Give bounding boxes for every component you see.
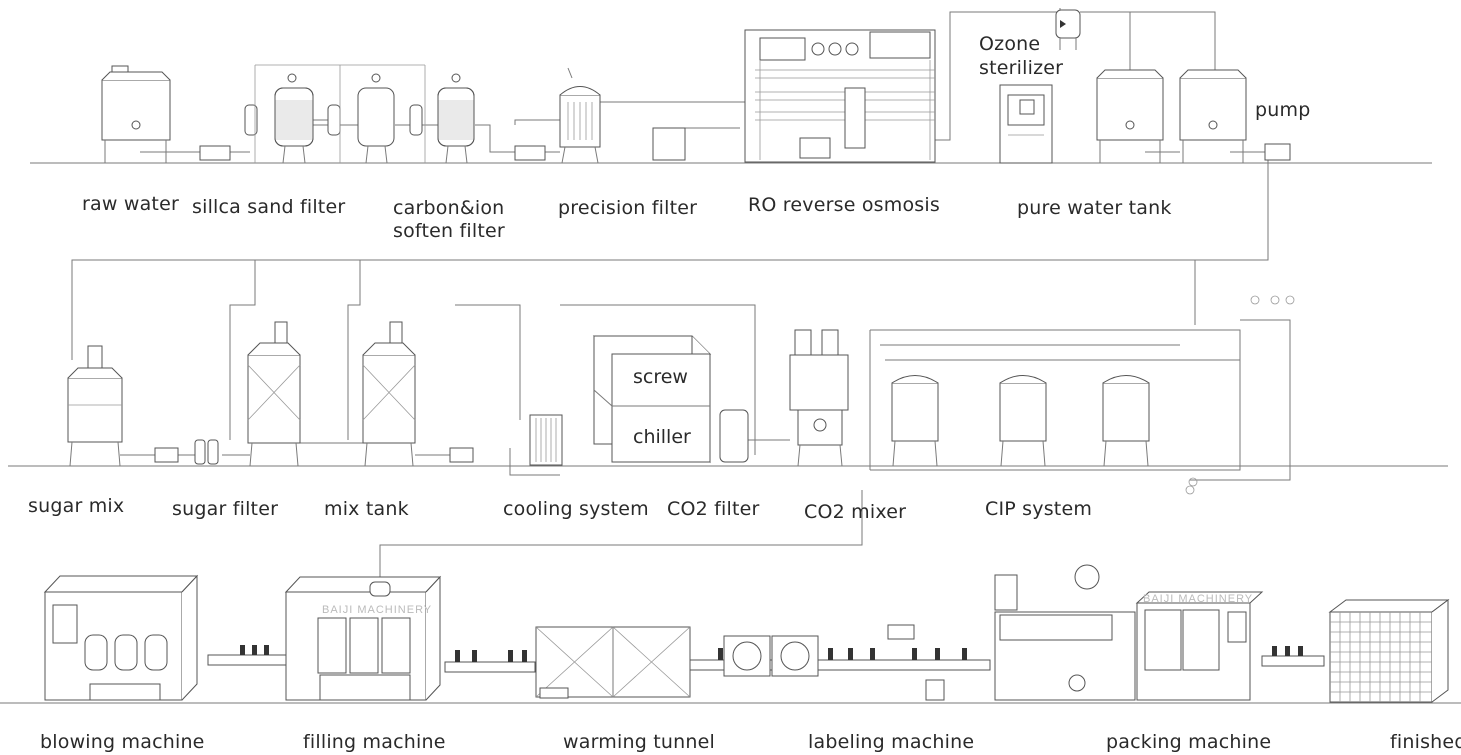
filling-machine-unit xyxy=(284,575,442,701)
label-raw-water: raw water xyxy=(82,193,179,215)
warming-tunnel-unit xyxy=(535,626,691,699)
label-cip-system: CIP system xyxy=(985,498,1093,520)
label-co2-mixer: CO2 mixer xyxy=(804,501,907,523)
pre-ro-tank xyxy=(652,127,686,161)
screw-chiller xyxy=(592,335,712,464)
label-co2-filter: CO2 filter xyxy=(667,498,760,520)
label-cooling-system: cooling system xyxy=(503,498,649,520)
label-packing-machine: packing machine xyxy=(1106,731,1272,753)
cip-tank-2 xyxy=(999,375,1047,467)
label-pure-water-tank: pure water tank xyxy=(1017,197,1172,219)
label-pump: pump xyxy=(1255,99,1311,121)
label-warming-tunnel: warming tunnel xyxy=(563,731,715,753)
ion-softener xyxy=(409,65,475,164)
raw-water-pump xyxy=(199,145,231,161)
finished-pallet xyxy=(1328,599,1450,703)
raw-water-tank xyxy=(101,65,171,163)
pure-water-tank-2 xyxy=(1179,69,1247,163)
valve-icon xyxy=(1185,295,1295,495)
label-sugar-filter: sugar filter xyxy=(172,498,279,520)
co2-mixer-unit xyxy=(789,329,849,467)
label-labeling-machine: labeling machine xyxy=(808,731,975,753)
label-carbon-filter-line2: soften filter xyxy=(393,220,505,242)
label-mix-tank: mix tank xyxy=(324,498,409,520)
packing-machine-logo: BAIJI MACHINERY xyxy=(1143,593,1254,605)
label-blowing-machine: blowing machine xyxy=(40,731,205,753)
mix-pump xyxy=(449,447,474,463)
ro-system xyxy=(744,29,936,163)
filter-pump xyxy=(514,145,546,161)
label-precision-filter: precision filter xyxy=(558,197,698,219)
label-sand-filter: sillca sand filter xyxy=(192,196,346,218)
sand-filter xyxy=(244,64,340,164)
label-sugar-mix: sugar mix xyxy=(28,495,125,517)
label-screw: screw xyxy=(633,366,688,388)
label-ro: RO reverse osmosis xyxy=(748,194,940,216)
pure-water-tank-1 xyxy=(1096,69,1164,163)
mix-tank-1 xyxy=(247,321,301,467)
pure-water-pump xyxy=(1264,143,1291,161)
label-ozone-line2: sterilizer xyxy=(979,57,1064,79)
blowing-machine-unit xyxy=(43,574,199,701)
filling-machine-logo: BAIJI MACHINERY xyxy=(322,604,433,616)
labeling-machine-unit xyxy=(723,624,945,701)
ozone-tank xyxy=(1055,9,1081,50)
precision-filter xyxy=(559,67,601,164)
carbon-filter xyxy=(327,64,425,164)
label-filling-machine: filling machine xyxy=(303,731,446,753)
packing-machine-unit xyxy=(994,564,1264,701)
ozone-sterilizer xyxy=(999,84,1053,164)
label-finished: finished xyxy=(1390,731,1461,753)
label-carbon-filter-line1: carbon&ion xyxy=(393,197,505,219)
label-ozone-line1: Ozone xyxy=(979,33,1041,55)
label-chiller: chiller xyxy=(633,426,691,448)
sugar-mix-tank xyxy=(67,345,123,467)
sugar-pump xyxy=(154,447,179,463)
cooling-exchanger xyxy=(529,414,563,466)
co2-filter-unit xyxy=(719,409,749,463)
mix-tank-2 xyxy=(362,321,416,467)
cip-tank-3 xyxy=(1102,375,1150,467)
cip-tank-1 xyxy=(891,375,939,467)
sugar-filter-unit xyxy=(194,439,219,465)
bottles xyxy=(240,645,1303,662)
